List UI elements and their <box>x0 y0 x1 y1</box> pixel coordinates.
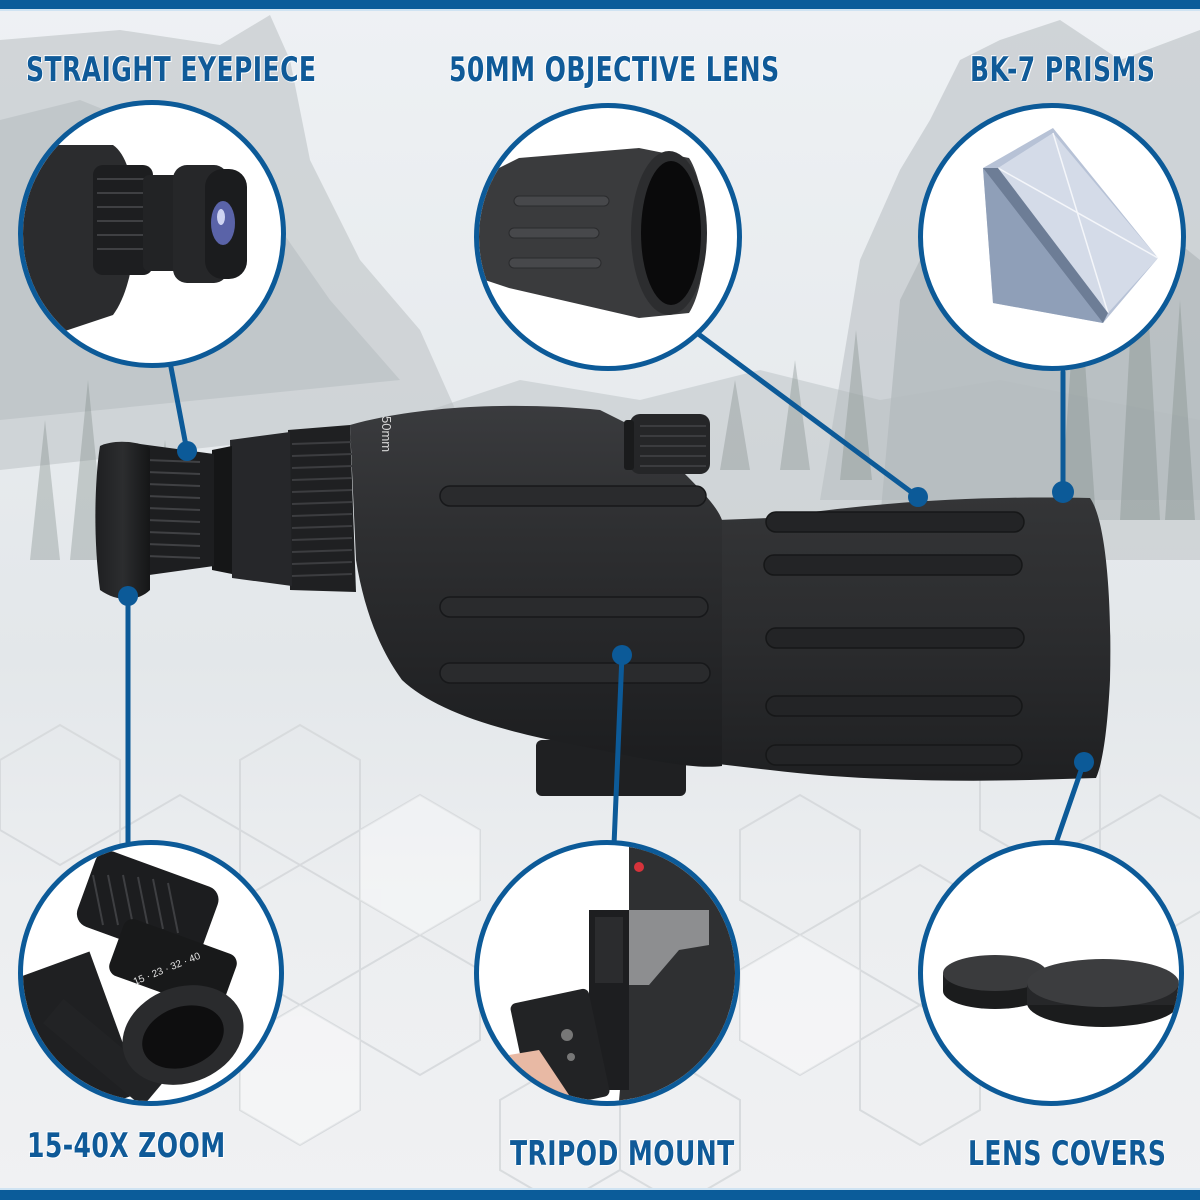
feature-circle-lens-covers <box>918 840 1184 1106</box>
feature-circle-bk7-prisms <box>918 103 1186 371</box>
eyepiece-detail-image <box>23 145 247 345</box>
feature-circle-straight-eyepiece <box>18 100 286 368</box>
body-marking: 50mm <box>379 416 394 452</box>
label-bk7-prisms: BK-7 PRISMS <box>970 50 1156 90</box>
feature-circle-tripod-mount <box>474 840 740 1106</box>
label-50mm-objective-lens: 50MM OBJECTIVE LENS <box>449 50 780 90</box>
bottom-accent-bar <box>0 1188 1200 1200</box>
prism-detail-image <box>983 128 1159 323</box>
label-15-40x-zoom: 15-40X ZOOM <box>27 1126 226 1166</box>
label-tripod-mount: TRIPOD MOUNT <box>510 1134 735 1174</box>
tripod-mount-detail-image <box>504 845 735 1101</box>
objective-lens-detail-image <box>479 148 707 318</box>
label-straight-eyepiece: STRAIGHT EYEPIECE <box>26 50 317 90</box>
feature-circle-15-40x-zoom: 15 · 23 · 32 · 40 <box>18 840 284 1106</box>
lens-covers-detail-image <box>943 955 1179 1027</box>
label-lens-covers: LENS COVERS <box>968 1134 1167 1174</box>
top-accent-bar <box>0 0 1200 11</box>
zoom-ring-detail-image: 15 · 23 · 32 · 40 <box>23 850 244 1101</box>
feature-circle-objective-lens <box>474 103 742 371</box>
